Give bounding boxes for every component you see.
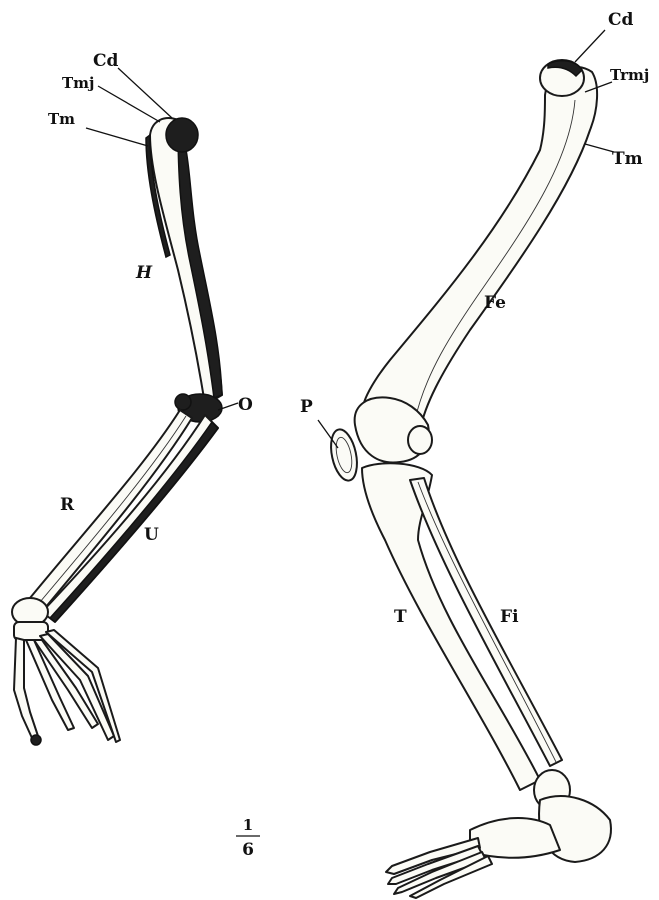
knee-condyle bbox=[408, 426, 432, 454]
leg-label-cd: Cd bbox=[608, 10, 634, 30]
arm-label-tmj: Tmj bbox=[62, 74, 94, 92]
humeral-head bbox=[166, 118, 198, 152]
leg-label-p: P bbox=[300, 397, 313, 417]
tarsals bbox=[470, 818, 560, 858]
patella bbox=[327, 427, 361, 483]
arm-label-o: O bbox=[238, 395, 253, 415]
leg-label-t: T bbox=[394, 607, 407, 627]
leg-label-fi: Fi bbox=[500, 607, 519, 627]
leg-label-tm: Tm bbox=[612, 149, 643, 169]
elbow-condyle bbox=[175, 394, 191, 410]
toes bbox=[386, 838, 492, 898]
arm-fingers bbox=[14, 630, 120, 745]
leg-skeleton bbox=[327, 60, 611, 898]
scale-fraction: 1 6 bbox=[236, 816, 260, 860]
arm-skeleton bbox=[12, 118, 222, 745]
leg-label-trmj: Trmj bbox=[610, 66, 649, 84]
radius bbox=[30, 410, 192, 608]
arm-label-r: R bbox=[60, 495, 75, 515]
arm-label-tm: Tm bbox=[48, 110, 75, 128]
arm-label-cd: Cd bbox=[93, 51, 119, 71]
femur bbox=[359, 67, 597, 440]
ulna bbox=[42, 415, 218, 622]
scale-denominator: 6 bbox=[242, 840, 254, 860]
arm-label-u: U bbox=[144, 525, 159, 545]
scale-numerator: 1 bbox=[243, 816, 253, 834]
leg-label-fe: Fe bbox=[484, 293, 506, 313]
arm-label-h: H bbox=[135, 263, 153, 283]
forearm-shading bbox=[50, 422, 218, 622]
